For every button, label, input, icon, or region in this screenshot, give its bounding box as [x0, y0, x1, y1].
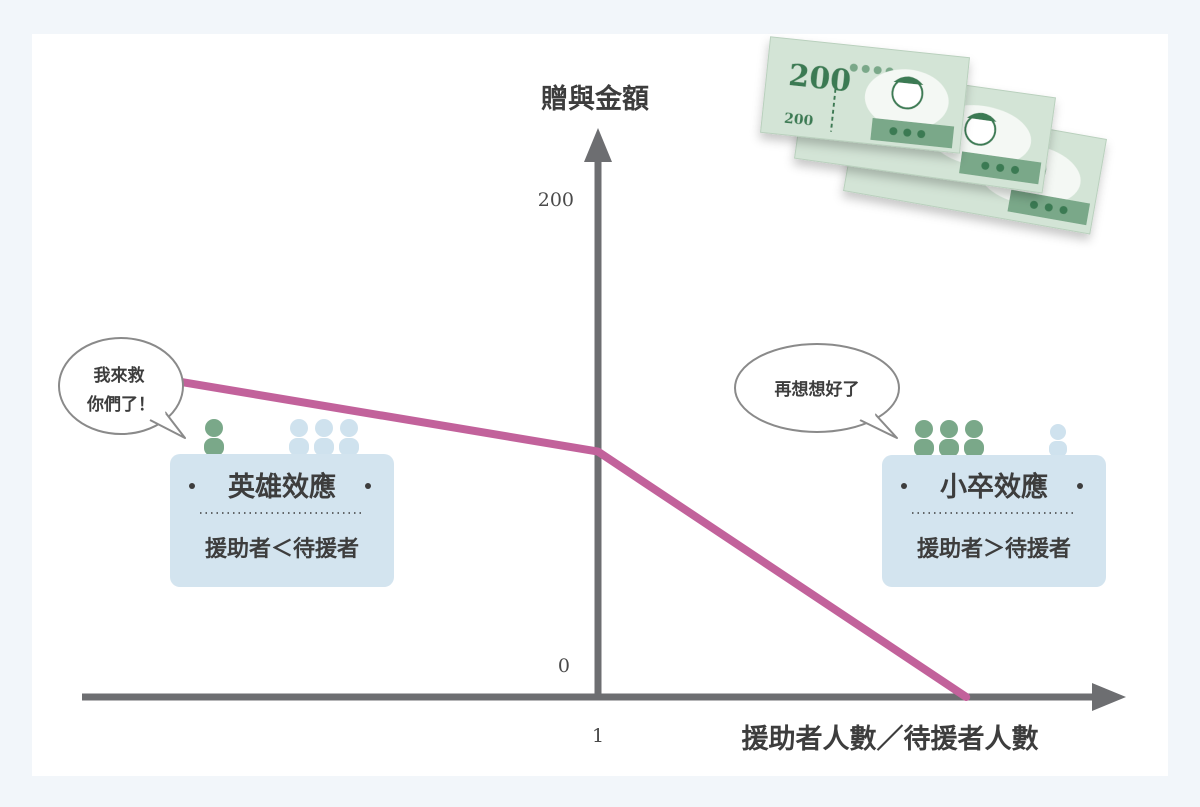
helper-person-icon: [914, 420, 934, 457]
y-axis-title: 贈與金額: [541, 83, 649, 115]
helper-person-icon: [204, 419, 224, 456]
annotation-title-left: 英雄效應: [228, 471, 336, 503]
y-axis-arrow: [584, 128, 612, 162]
x-axis-arrow: [1092, 683, 1126, 711]
annotation-relation-right: 援助者＞待援者: [917, 536, 1071, 562]
y-tick-200: 200: [538, 189, 574, 211]
speech-bubble-right: 再想想好了: [734, 343, 900, 439]
x-axis-title: 援助者人數／待援者人數: [742, 724, 1039, 755]
bill-value-small: 200: [783, 111, 814, 130]
speech-right-line1: 再想想好了: [775, 379, 860, 400]
annotation-box-right: [882, 455, 1106, 587]
annotation-box-left: [170, 454, 394, 587]
y-tick-0: 0: [558, 655, 570, 677]
people-right: [914, 420, 1067, 457]
speech-left-line2: 你們了！: [86, 394, 155, 415]
victim-person-icon: [1049, 424, 1067, 457]
x-tick-1: 1: [592, 725, 604, 747]
people-left: [204, 419, 359, 456]
annotation-hero-effect: 我來救 你們了！ 英雄效應 援助者＜待援者: [58, 337, 394, 587]
annotation-pawn-effect: 再想想好了 小卒效應 援助者＞待援者: [734, 343, 1106, 587]
helper-person-icon: [964, 420, 984, 457]
annotation-relation-left: 援助者＜待援者: [205, 536, 359, 562]
victim-person-icon: [289, 419, 309, 456]
axes: [82, 128, 1126, 711]
speech-bubble-left: 我來救 你們了！: [58, 337, 186, 439]
bill-value-large: 200: [787, 58, 853, 99]
speech-left-line1: 我來救: [94, 365, 145, 386]
victim-person-icon: [314, 419, 334, 456]
victim-person-icon: [339, 419, 359, 456]
banknote-front: 200 200: [759, 36, 971, 154]
annotation-title-right: 小卒效應: [940, 471, 1048, 503]
banknote-illustration: 200 200: [759, 36, 1108, 235]
series-line: [79, 361, 971, 701]
helper-person-icon: [939, 420, 959, 457]
